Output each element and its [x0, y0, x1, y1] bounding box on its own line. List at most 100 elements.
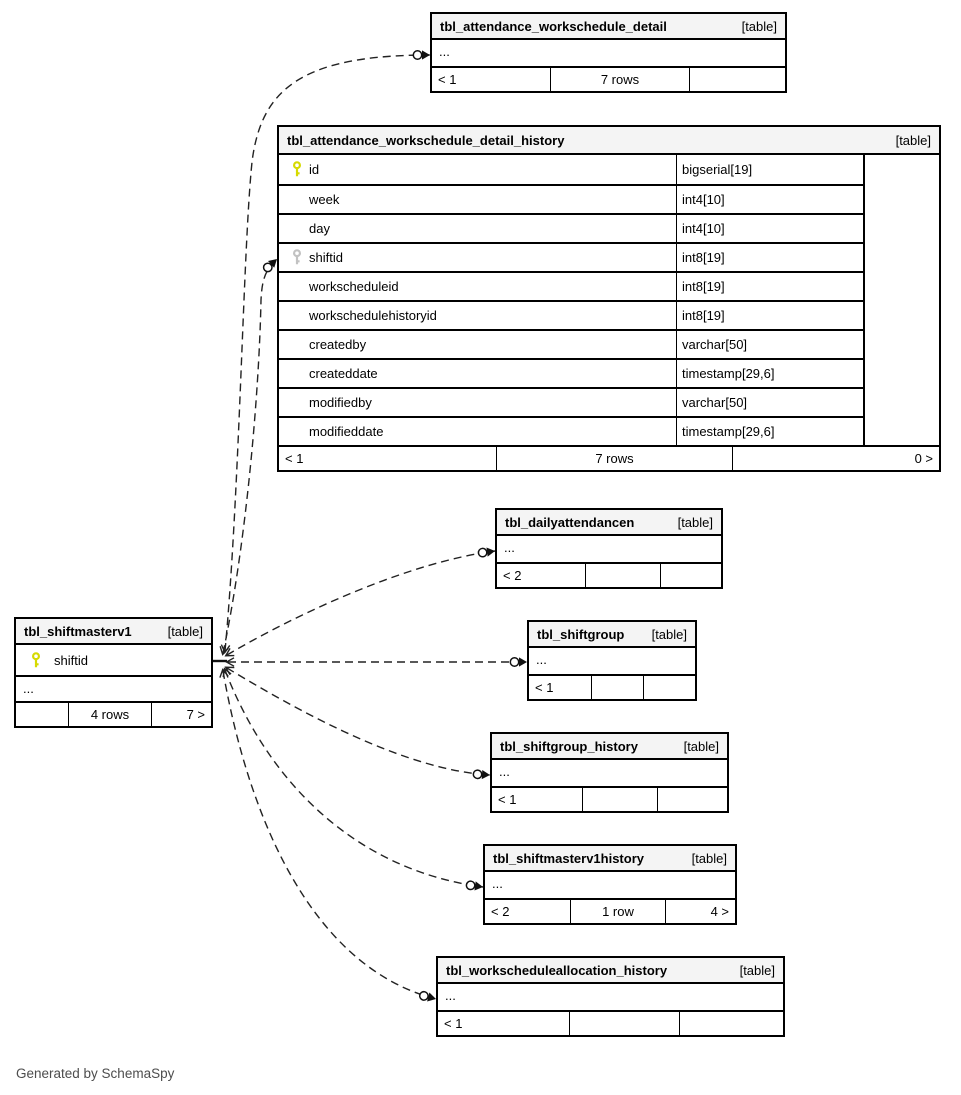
column-row: modifiedby varchar[50]: [279, 387, 863, 416]
column-row: createdby varchar[50]: [279, 329, 863, 358]
footer-parents: < 2: [491, 904, 510, 919]
table-name: tbl_workscheduleallocation_history: [446, 962, 668, 978]
collapsed-columns: ...: [432, 40, 785, 66]
column-type: int8[19]: [676, 273, 863, 300]
column-name: modifiedby: [309, 395, 372, 410]
footer-rowcount: 1 row: [570, 900, 665, 923]
footer-parents: [16, 703, 68, 726]
table-tag: [table]: [739, 962, 775, 978]
table-tag: [table]: [677, 514, 713, 530]
relationship-shiftmasterv1-to-workscheduleallocation-history: [219, 668, 437, 1002]
entity-tbl-workscheduleallocation-history: tbl_workscheduleallocation_history [tabl…: [436, 956, 785, 1037]
entity-footer: 4 rows 7 >: [16, 701, 211, 726]
column-name: shiftid: [54, 652, 88, 668]
entity-footer: < 1 7 rows 0 >: [279, 445, 939, 470]
table-name: tbl_shiftgroup: [537, 626, 625, 642]
collapsed-columns: ...: [529, 648, 695, 674]
footer-children: 0 >: [732, 447, 939, 470]
column-name: createdby: [309, 337, 367, 352]
footer-parents: < 2: [503, 568, 522, 583]
foreign-key-icon: [285, 249, 309, 266]
entity-footer: < 2: [497, 562, 721, 587]
table-name: tbl_dailyattendancen: [505, 514, 635, 530]
footer-rowcount: [582, 788, 657, 811]
entity-header[interactable]: tbl_shiftgroup_history [table]: [492, 734, 727, 760]
entity-tbl-attendance-workschedule-detail-history: tbl_attendance_workschedule_detail_histo…: [277, 125, 941, 472]
collapsed-columns: ...: [497, 536, 721, 562]
footer-children: [660, 564, 721, 587]
column-name: modifieddate: [309, 424, 384, 439]
footer-parents: < 1: [535, 680, 554, 695]
entity-header[interactable]: tbl_shiftmasterv1 [table]: [16, 619, 211, 645]
entity-header[interactable]: tbl_dailyattendancen [table]: [497, 510, 721, 536]
collapsed-columns: ...: [16, 675, 211, 701]
column-row: workscheduleid int8[19]: [279, 271, 863, 300]
entity-footer: < 1 7 rows: [432, 66, 785, 91]
column-name: id: [309, 162, 320, 177]
footer-children: 4 >: [665, 900, 735, 923]
footer-parents: < 1: [498, 792, 517, 807]
entity-header[interactable]: tbl_workscheduleallocation_history [tabl…: [438, 958, 783, 984]
generated-by-credit: Generated by SchemaSpy: [16, 1066, 175, 1081]
column-name: createddate: [309, 366, 378, 381]
column-type: int4[10]: [676, 215, 863, 242]
footer-children: [689, 68, 785, 91]
column-name: day: [309, 221, 330, 236]
footer-rowcount: 7 rows: [496, 447, 732, 470]
column-type: int4[10]: [676, 186, 863, 213]
column-type: timestamp[29,6]: [676, 360, 863, 387]
footer-rowcount: [569, 1012, 679, 1035]
entity-tbl-shiftmasterv1history: tbl_shiftmasterv1history [table] ... < 2…: [483, 844, 737, 925]
column-row: createddate timestamp[29,6]: [279, 358, 863, 387]
footer-rowcount: 4 rows: [68, 703, 151, 726]
entity-header[interactable]: tbl_attendance_workschedule_detail_histo…: [279, 127, 939, 155]
entity-tbl-shiftgroup-history: tbl_shiftgroup_history [table] ... < 1: [490, 732, 729, 813]
entity-tbl-attendance-workschedule-detail: tbl_attendance_workschedule_detail [tabl…: [430, 12, 787, 93]
primary-key-icon: [24, 645, 48, 675]
entity-side-cell: [863, 155, 939, 445]
table-name: tbl_attendance_workschedule_detail_histo…: [287, 132, 565, 148]
entity-footer: < 2 1 row 4 >: [485, 898, 735, 923]
column-row: modifieddate timestamp[29,6]: [279, 416, 863, 445]
relationship-shiftmasterv1-to-dailyattendancen: [224, 547, 496, 657]
footer-rowcount: [585, 564, 660, 587]
footer-children: [657, 788, 727, 811]
footer-rowcount: 7 rows: [550, 68, 689, 91]
table-name: tbl_shiftgroup_history: [500, 738, 638, 754]
table-name: tbl_attendance_workschedule_detail: [440, 18, 667, 34]
column-type: varchar[50]: [676, 389, 863, 416]
entity-footer: < 1: [492, 786, 727, 811]
column-type: int8[19]: [676, 302, 863, 329]
entity-footer: < 1: [529, 674, 695, 699]
entity-tbl-shiftmasterv1: tbl_shiftmasterv1 [table] shiftid ... 4 …: [14, 617, 213, 728]
column-type: timestamp[29,6]: [676, 418, 863, 445]
footer-children: [679, 1012, 783, 1035]
column-row: day int4[10]: [279, 213, 863, 242]
column-type: int8[19]: [676, 244, 863, 271]
footer-rowcount: [591, 676, 643, 699]
table-tag: [table]: [895, 132, 931, 148]
primary-key-icon: [285, 161, 309, 178]
footer-parents: < 1: [438, 72, 457, 87]
entity-tbl-dailyattendancen: tbl_dailyattendancen [table] ... < 2: [495, 508, 723, 589]
footer-children: [643, 676, 695, 699]
entity-header[interactable]: tbl_shiftgroup [table]: [529, 622, 695, 648]
column-name: shiftid: [309, 250, 343, 265]
column-row: week int4[10]: [279, 184, 863, 213]
footer-children: 7 >: [151, 703, 211, 726]
table-tag: [table]: [167, 623, 203, 639]
collapsed-columns: ...: [485, 872, 735, 898]
column-type: varchar[50]: [676, 331, 863, 358]
entity-header[interactable]: tbl_attendance_workschedule_detail [tabl…: [432, 14, 785, 40]
table-tag: [table]: [651, 626, 687, 642]
table-tag: [table]: [683, 738, 719, 754]
relationship-shiftmasterv1-to-shiftmasterv1history: [222, 667, 484, 891]
entity-header[interactable]: tbl_shiftmasterv1history [table]: [485, 846, 735, 872]
column-name: workscheduleid: [309, 279, 399, 294]
collapsed-columns: ...: [492, 760, 727, 786]
column-row: id bigserial[19]: [279, 155, 863, 184]
column-row: workschedulehistoryid int8[19]: [279, 300, 863, 329]
column-type: bigserial[19]: [676, 155, 863, 184]
column-name: week: [309, 192, 340, 207]
